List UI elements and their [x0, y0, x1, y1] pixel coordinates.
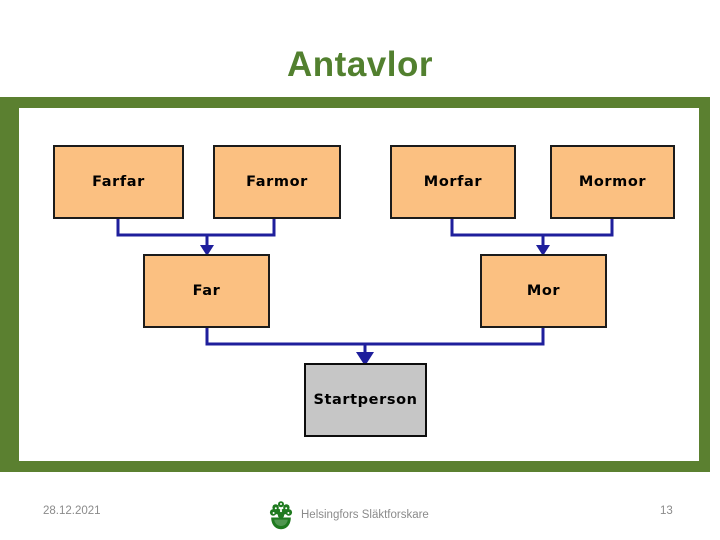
green-coat-of-arms-icon-svg [269, 501, 293, 530]
footer-page-number: 13 [660, 505, 673, 517]
footer-organization: Helsingfors Släktforskare [268, 500, 429, 530]
node-farfar-label: Farfar [92, 174, 145, 190]
node-farmor[interactable]: Farmor [213, 145, 341, 219]
node-startperson-label: Startperson [313, 392, 418, 408]
page-title: Antavlor [287, 45, 433, 84]
node-morfar-label: Morfar [423, 174, 483, 190]
slide-footer: 28.12.2021 [0, 497, 720, 540]
node-mormor-label: Mormor [578, 174, 647, 190]
footer-date: 28.12.2021 [43, 505, 101, 517]
node-farfar[interactable]: Farfar [53, 145, 184, 219]
node-mor[interactable]: Mor [480, 254, 607, 328]
footer-organization-label: Helsingfors Släktforskare [301, 509, 429, 521]
node-mormor[interactable]: Mormor [550, 145, 675, 219]
node-morfar[interactable]: Morfar [390, 145, 516, 219]
node-far[interactable]: Far [143, 254, 270, 328]
node-farmor-label: Farmor [246, 174, 308, 190]
node-mor-label: Mor [526, 283, 561, 299]
node-far-label: Far [192, 283, 221, 299]
node-startperson[interactable]: Startperson [304, 363, 427, 437]
green-coat-of-arms-icon [268, 500, 294, 530]
